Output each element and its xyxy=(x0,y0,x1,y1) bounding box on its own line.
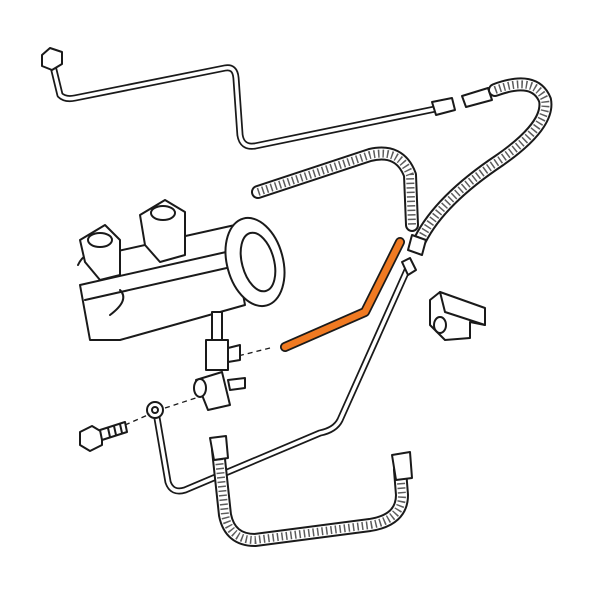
bracket-icon xyxy=(429,291,486,341)
exhaust-manifold xyxy=(77,199,286,341)
valve-icon xyxy=(193,311,246,411)
fuel-pipe-top xyxy=(41,47,493,150)
highlighted-fuel-pipe xyxy=(280,237,405,352)
hose-upper xyxy=(251,146,419,232)
hose-right xyxy=(407,77,553,256)
fuel-pipe-lower xyxy=(146,257,417,495)
bolt-icon xyxy=(79,421,128,452)
nut-icon xyxy=(41,47,63,71)
hose-lower xyxy=(209,435,413,547)
